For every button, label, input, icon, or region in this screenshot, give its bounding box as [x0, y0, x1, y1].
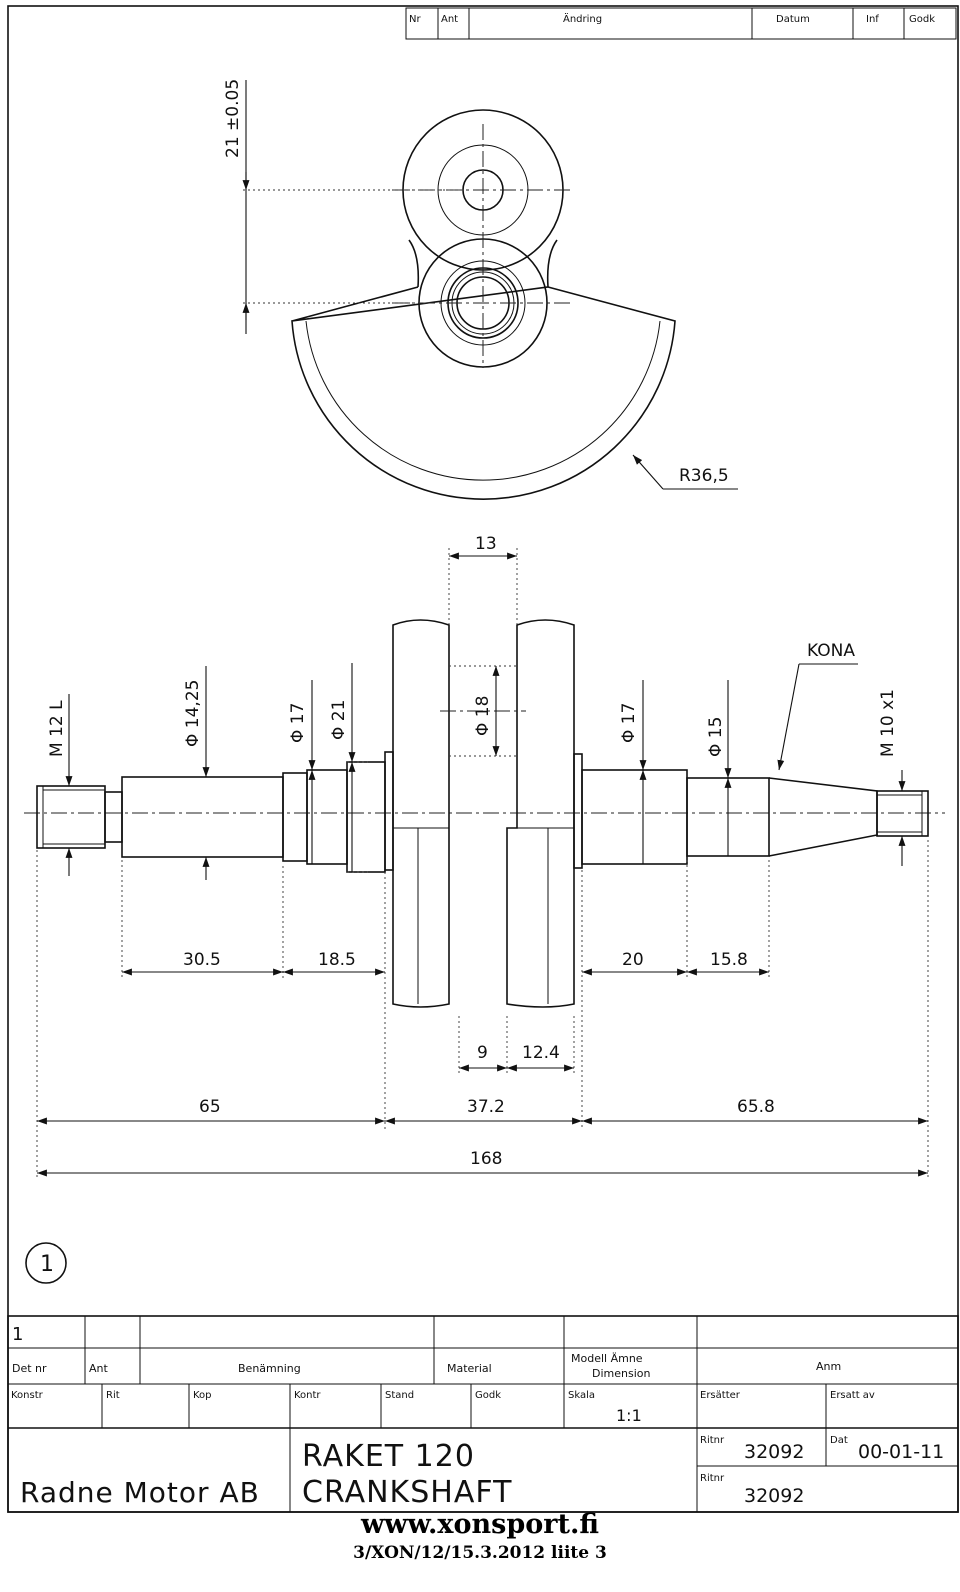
web-neck-right	[546, 239, 558, 288]
tb-skala-value: 1:1	[616, 1406, 642, 1425]
page-footer: www.xonsport.fi 3/XON/12/15.3.2012 liite…	[0, 1508, 960, 1564]
left-web	[392, 619, 450, 1008]
left-bearing-seat	[282, 772, 308, 862]
tb-material: Material	[447, 1362, 492, 1375]
dim-center-length: 37.2	[467, 1097, 505, 1117]
drawing-frame	[7, 5, 959, 1513]
left-shaft	[121, 776, 284, 858]
rev-inf-label: Inf	[866, 14, 879, 25]
rev-datum-label: Datum	[776, 14, 810, 25]
dim-overall-length: 168	[470, 1149, 502, 1169]
tb-godk: Godk	[475, 1390, 501, 1401]
tb-dat-value: 00-01-11	[858, 1441, 944, 1463]
part-balloon: 1	[25, 1242, 67, 1284]
counterweight-outline	[291, 286, 676, 500]
tb-benamning: Benämning	[238, 1362, 301, 1375]
radius-label: R36,5	[679, 466, 729, 486]
tb-rit: Rit	[106, 1390, 120, 1401]
right-shoulder	[573, 753, 583, 869]
dim-left-shaft-length: 30.5	[183, 950, 221, 970]
tb-ritnr-value: 32092	[744, 1441, 804, 1463]
footer-reference: 3/XON/12/15.3.2012 liite 3	[353, 1543, 607, 1563]
taper-label: KONA	[807, 641, 855, 661]
footer-url: www.xonsport.fi	[361, 1509, 599, 1540]
tb-dat-label: Dat	[830, 1435, 848, 1446]
tb-ritnr2-value: 32092	[744, 1485, 804, 1507]
dim-left-total-length: 65	[199, 1097, 221, 1117]
dim-right-shaft-diameter: Φ 15	[706, 717, 726, 757]
dim-center-distance: 21 ±0.05	[223, 79, 243, 158]
counterweight-inner-edge	[305, 320, 661, 481]
dim-left-bearing-length: 18.5	[318, 950, 356, 970]
dim-web-left-part: 9	[477, 1043, 488, 1063]
tb-kop: Kop	[193, 1390, 212, 1401]
tb-modell-amne: Modell Ämne	[571, 1352, 643, 1365]
tb-row1-det: 1	[12, 1324, 23, 1345]
dim-web-right-part: 12.4	[522, 1043, 560, 1063]
rev-nr-label: Nr	[409, 14, 421, 25]
tb-ritnr2-label: Ritnr	[700, 1473, 725, 1484]
dim-thread-left: M 12 L	[47, 700, 67, 757]
tb-ersatter: Ersätter	[700, 1390, 741, 1401]
part-balloon-number: 1	[40, 1252, 54, 1277]
tb-konstr: Konstr	[11, 1390, 44, 1401]
left-collar	[346, 761, 386, 873]
rev-ant-label: Ant	[441, 14, 458, 25]
web-neck-left	[408, 239, 420, 288]
tb-stand: Stand	[385, 1390, 414, 1401]
dim-right-bearing-length: 20	[622, 950, 644, 970]
rev-andring-label: Ändring	[563, 12, 602, 25]
dim-web-gap: 13	[475, 534, 497, 554]
tb-skala: Skala	[568, 1390, 595, 1401]
tb-det-nr: Det nr	[12, 1362, 47, 1375]
dim-pin-diameter: Φ 18	[473, 696, 493, 736]
tb-title-line2: CRANKSHAFT	[302, 1475, 512, 1510]
revision-header: Nr Ant Ändring Datum Inf Godk	[405, 7, 957, 40]
dim-right-bearing-diameter: Φ 17	[619, 703, 639, 743]
dim-left-shaft-diameter: Φ 14,25	[183, 680, 203, 747]
end-view: 21 ±0.05 R36,5	[223, 79, 738, 500]
dim-thread-right: M 10 x1	[878, 689, 898, 757]
side-view: 13 Φ 18 M 12 L Φ 14,25 Φ 17 Φ 21 Φ 17 Φ …	[24, 534, 945, 1180]
tb-ant: Ant	[89, 1362, 108, 1375]
right-taper	[768, 777, 878, 857]
tb-ersatt-av: Ersatt av	[830, 1390, 875, 1401]
dim-left-collar-diameter: Φ 21	[329, 700, 349, 740]
tb-title-line1: RAKET 120	[302, 1439, 475, 1474]
right-bearing-journal	[581, 769, 688, 865]
dim-right-shaft-length: 15.8	[710, 950, 748, 970]
tb-anm: Anm	[816, 1360, 841, 1373]
rev-godk-label: Godk	[909, 14, 935, 25]
tb-kontr: Kontr	[294, 1390, 321, 1401]
left-bearing-journal	[306, 769, 348, 865]
tb-company: Radne Motor AB	[20, 1476, 260, 1509]
tb-ritnr-label: Ritnr	[700, 1435, 725, 1446]
tb-dimension: Dimension	[592, 1367, 650, 1380]
title-block: 1 Det nr Ant Benämning Material Modell Ä…	[7, 1315, 959, 1513]
dim-left-bearing-diameter: Φ 17	[288, 703, 308, 743]
left-thread	[36, 785, 106, 849]
dim-right-total-length: 65.8	[737, 1097, 775, 1117]
left-shoulder	[384, 751, 394, 871]
right-web	[506, 619, 575, 1008]
left-undercut	[104, 791, 123, 843]
